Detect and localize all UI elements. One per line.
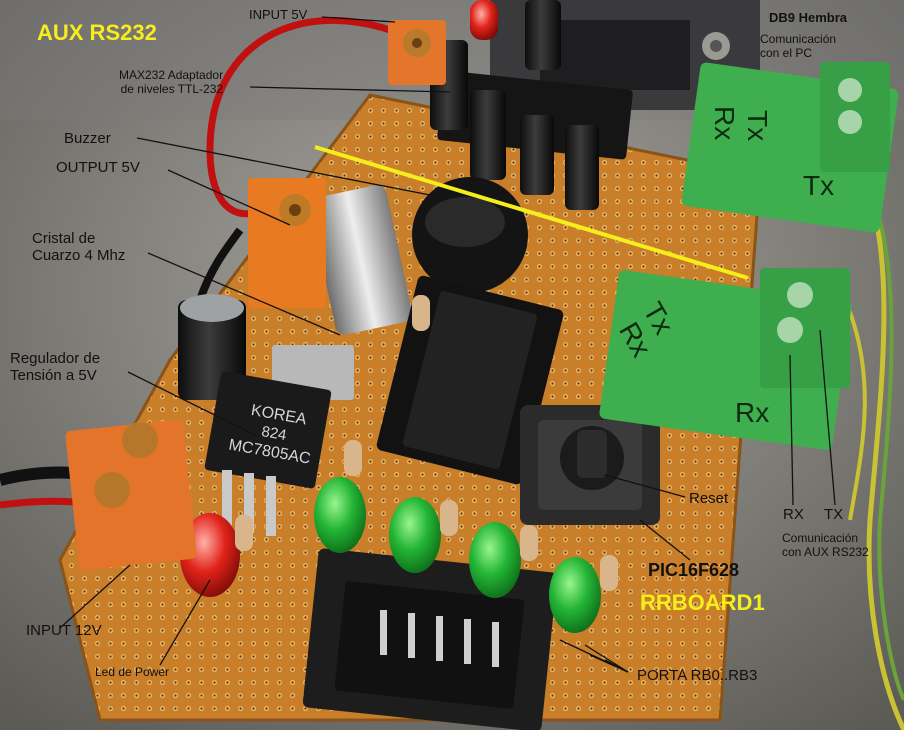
svg-text:Rx: Rx <box>709 106 740 140</box>
db9-label: DB9 Hembra <box>769 10 848 25</box>
cable-green <box>868 189 904 701</box>
led-green-1 <box>314 477 366 553</box>
leader-lines <box>59 16 836 673</box>
capacitor-2 <box>470 90 506 180</box>
svg-text:Tx: Tx <box>803 170 834 201</box>
capacitor-4 <box>565 125 599 210</box>
crystal-label: Cristal de Cuarzo 4 Mhz <box>32 230 126 265</box>
pic-label: PIC16F628 <box>648 560 740 580</box>
power-led-label: Led de Power <box>95 665 170 679</box>
aux-rs232-title: AUX RS232 <box>37 20 157 45</box>
crystal-4mhz <box>310 185 412 335</box>
input-5v-label: INPUT 5V <box>249 7 308 22</box>
comm-pc-label: Comunicación con el PC <box>760 32 837 60</box>
power-led <box>180 513 240 597</box>
svg-text:Tx: Tx <box>742 110 773 141</box>
regulator-text-2: 824 <box>260 423 288 444</box>
board-name: RRBOARD1 <box>640 590 765 615</box>
input-12v-label: INPUT 12V <box>26 622 102 639</box>
resistors <box>235 295 618 591</box>
svg-text:Rx: Rx <box>735 397 769 428</box>
highlight-line <box>314 145 749 280</box>
comm-aux-label: Comunicación con AUX RS232 <box>782 531 869 559</box>
wire-red-top <box>206 16 392 218</box>
input-12v-terminal <box>65 419 197 571</box>
porta-label: PORTA RB0..RB3 <box>637 667 758 684</box>
buzzer-label: Buzzer <box>64 130 111 147</box>
led-green-2 <box>389 497 441 573</box>
max232-label: MAX232 Adaptador de niveles TTL-232 <box>119 68 224 96</box>
capacitor-3 <box>520 115 554 195</box>
regulator-label: Regulador de Tensión a 5V <box>10 350 101 385</box>
led-green-4 <box>549 557 601 633</box>
tx-label: TX <box>824 506 844 523</box>
rs232-pc-terminal: Rx Tx Tx <box>681 62 899 233</box>
led-green-3 <box>469 522 521 598</box>
reset-label: Reset <box>689 490 729 507</box>
rx-label: RX <box>783 506 804 523</box>
capacitor-5 <box>525 0 561 70</box>
output-5v-label: OUTPUT 5V <box>56 159 140 176</box>
top-red-led <box>470 0 498 40</box>
rs232-aux-terminal: Tx Rx Rx <box>599 268 852 450</box>
regulator-7805 <box>204 371 332 489</box>
cable-yellow <box>857 168 904 730</box>
